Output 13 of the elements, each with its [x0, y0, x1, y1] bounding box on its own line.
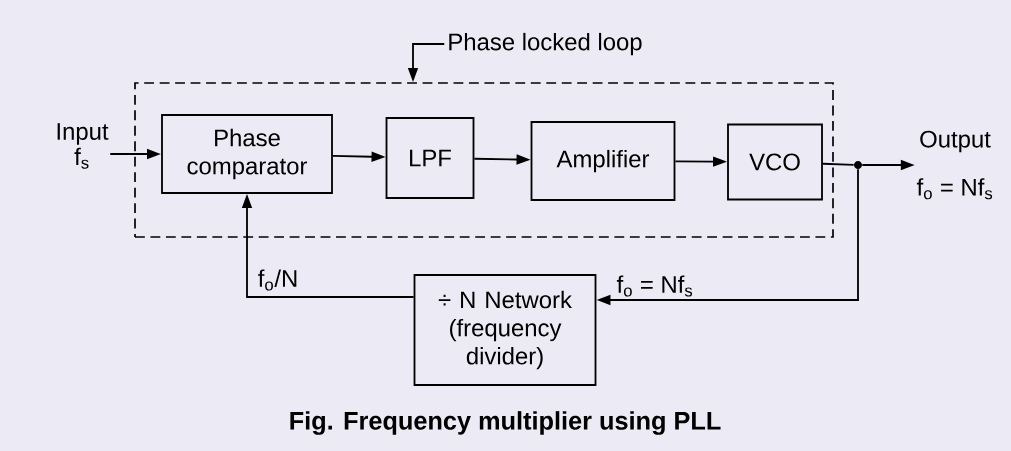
- block-box: LPF: [385, 117, 475, 199]
- block-box: VCO: [727, 123, 823, 201]
- block-box: Amplifier: [530, 121, 676, 201]
- signal-label: Output f$_{o}$ = Nf$_{s}$: [916, 130, 993, 200]
- edge-label: f$_{o}$ = Nf$_{s}$: [615, 274, 695, 298]
- dashed-boundary: [134, 82, 834, 238]
- block-box: Phase comparator: [161, 114, 333, 194]
- callout-label: Phase locked loop: [449, 32, 642, 56]
- signal-line: [822, 162, 855, 166]
- block-box: ÷ N Network (frequency divider): [413, 274, 597, 386]
- figure-caption: Fig. Frequency multiplier using PLL: [290, 411, 721, 435]
- edge-label: f$_{o}$/N: [256, 268, 300, 292]
- signal-label: Input f$_{s}$: [57, 123, 109, 169]
